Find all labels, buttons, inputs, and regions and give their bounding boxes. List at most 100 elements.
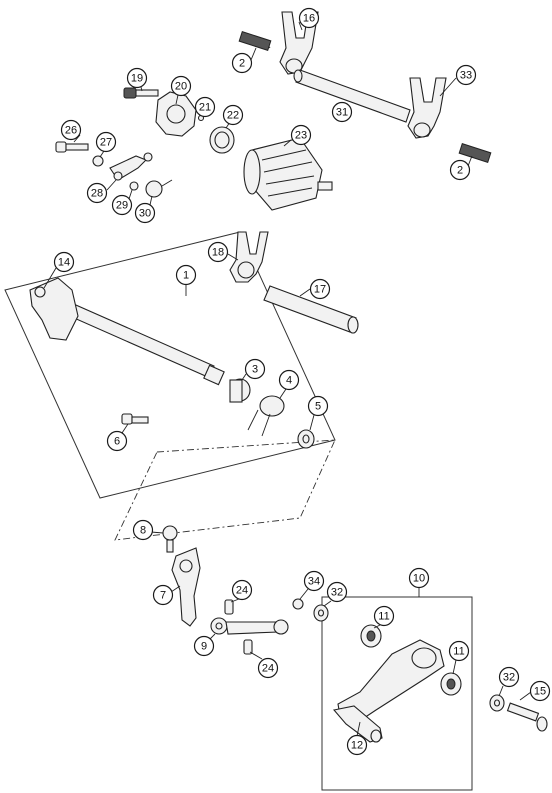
shift-arm-7	[171, 547, 201, 627]
spring-30	[145, 179, 173, 198]
callout-5: 5	[307, 395, 329, 417]
callout-label: 24	[236, 585, 248, 597]
callout-label: 2	[239, 58, 245, 70]
screw-8	[162, 525, 178, 553]
callout-9: 9	[193, 635, 215, 657]
callout-11: 11	[448, 640, 470, 662]
callout-label: 34	[308, 576, 320, 588]
spring-2-top	[238, 30, 272, 52]
callout-24: 24	[257, 657, 279, 679]
callout-circle	[290, 124, 312, 146]
callout-circle	[60, 119, 82, 141]
callout-label: 27	[100, 137, 112, 149]
shift-plate-14	[29, 277, 79, 341]
callout-10: 10	[408, 567, 430, 589]
callout-label: 15	[534, 686, 546, 698]
callout-19: 19	[126, 67, 148, 89]
callout-20: 20	[170, 75, 192, 97]
stop-bolt-6	[121, 413, 149, 425]
callout-label: 20	[175, 81, 187, 93]
callout-circle	[132, 519, 154, 541]
callout-circle	[331, 101, 353, 123]
callout-22: 22	[222, 104, 244, 126]
screw-24-top	[224, 599, 234, 615]
callout-label: 32	[331, 587, 343, 599]
lever-pivot	[143, 152, 153, 162]
callout-circle	[126, 67, 148, 89]
washer-34	[292, 598, 304, 610]
callout-circle	[231, 52, 253, 74]
washer-32-left	[313, 604, 329, 622]
callout-label: 14	[58, 257, 70, 269]
callout-circle	[298, 7, 320, 29]
screw-24-bottom	[243, 639, 253, 655]
callout-29: 29	[111, 194, 133, 216]
callout-label: 21	[199, 102, 211, 114]
callout-circle	[106, 430, 128, 452]
callout-label: 32	[503, 672, 515, 684]
bolt-15	[506, 702, 548, 732]
shift-shaft-group-frame	[4, 231, 336, 499]
washer-5	[297, 429, 315, 449]
callout-circle	[175, 264, 197, 286]
callout-26: 26	[60, 119, 82, 141]
callout-circle	[152, 584, 174, 606]
callout-label: 23	[295, 130, 307, 142]
callout-27: 27	[95, 131, 117, 153]
callout-label: 7	[160, 590, 166, 602]
screw-19	[123, 87, 159, 99]
callout-circle	[257, 657, 279, 679]
washer-29	[129, 181, 139, 191]
callout-label: 24	[262, 663, 274, 675]
callout-label: 18	[212, 247, 224, 259]
callout-15: 15	[529, 680, 551, 702]
callout-circle	[86, 182, 108, 204]
shift-lever-group-frame	[321, 596, 473, 791]
joint-9	[210, 617, 228, 635]
callout-32: 32	[498, 666, 520, 688]
callout-label: 16	[303, 13, 315, 25]
callout-label: 17	[314, 284, 326, 296]
callout-circle	[498, 666, 520, 688]
shift-lever-body	[337, 639, 445, 723]
callout-circle	[278, 369, 300, 391]
callout-30: 30	[134, 202, 156, 224]
callout-label: 29	[116, 200, 128, 212]
callout-21: 21	[194, 96, 216, 118]
callout-circle	[231, 579, 253, 601]
callout-16: 16	[298, 7, 320, 29]
bearing-11-right	[440, 672, 462, 696]
callout-label: 19	[131, 73, 143, 85]
callout-17: 17	[309, 278, 331, 300]
callout-label: 11	[453, 646, 464, 658]
callout-circle	[244, 358, 266, 380]
callout-circle	[309, 278, 331, 300]
callout-6: 6	[106, 430, 128, 452]
callout-33: 33	[455, 64, 477, 86]
callout-8: 8	[132, 519, 154, 541]
callout-label: 26	[65, 125, 77, 137]
callout-14: 14	[53, 251, 75, 273]
fork-rail-31	[293, 69, 411, 123]
callout-circle	[194, 96, 216, 118]
callout-31: 31	[331, 101, 353, 123]
callout-circle	[303, 570, 325, 592]
callout-label: 3	[252, 364, 258, 376]
callout-label: 4	[286, 375, 292, 387]
callout-label: 10	[413, 573, 425, 585]
shift-rod	[225, 619, 289, 635]
callout-28: 28	[86, 182, 108, 204]
callout-circle	[326, 581, 348, 603]
shift-fork-33	[407, 77, 447, 139]
callout-circle	[346, 734, 368, 756]
callout-label: 31	[336, 107, 348, 119]
callout-circle	[307, 395, 329, 417]
callout-3: 3	[244, 358, 266, 380]
callout-circle	[53, 251, 75, 273]
callout-circle	[111, 194, 133, 216]
callout-2: 2	[449, 159, 471, 181]
callout-label: 28	[91, 188, 103, 200]
callout-circle	[373, 605, 395, 627]
washer-32-right	[489, 694, 505, 712]
